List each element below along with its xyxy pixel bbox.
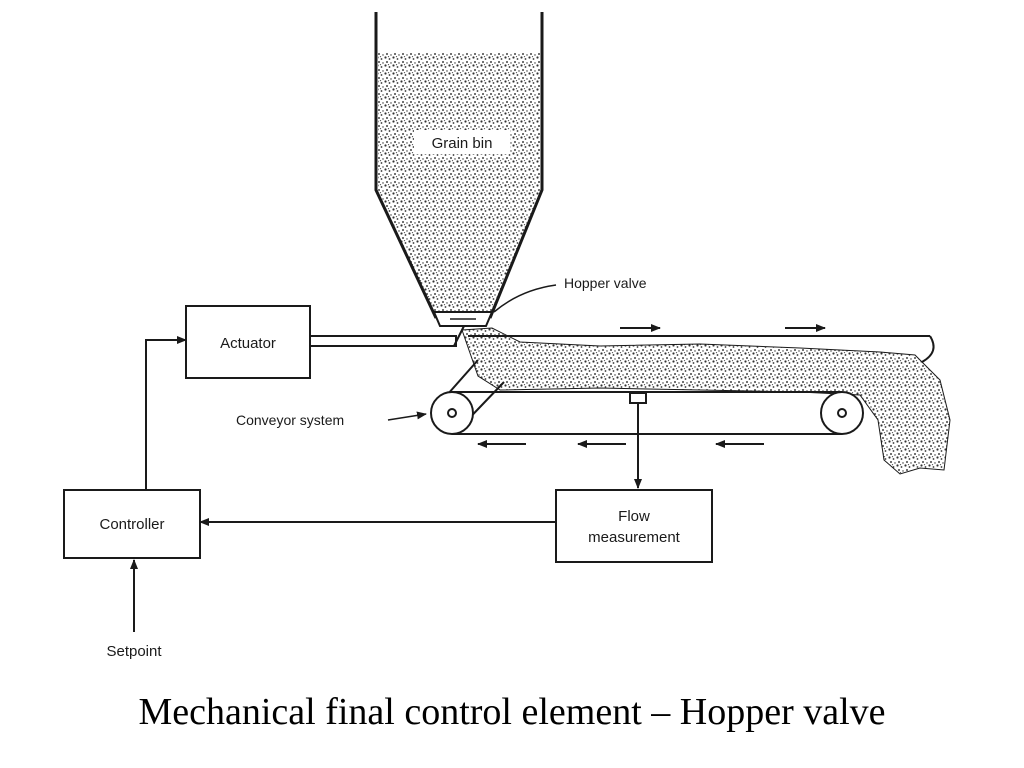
controller-block: Controller bbox=[63, 489, 201, 559]
controller-to-actuator-line bbox=[145, 336, 187, 490]
hopper-valve: Hopper valve bbox=[432, 275, 647, 327]
actuator-label: Actuator bbox=[220, 335, 276, 352]
flow-measurement-label-line1: Flow bbox=[618, 508, 650, 525]
grain-on-conveyor bbox=[461, 327, 951, 475]
flow-measurement-label-line2: measurement bbox=[588, 529, 681, 546]
actuator-block: Actuator bbox=[185, 305, 465, 379]
actuator-rod bbox=[309, 335, 457, 347]
conveyor-system-label: Conveyor system bbox=[236, 412, 344, 428]
right-pulley bbox=[820, 391, 864, 435]
grain-bin-label-bg bbox=[414, 130, 510, 154]
flow-sensor bbox=[629, 392, 647, 489]
grain-bin-label: Grain bin bbox=[432, 135, 493, 152]
left-pulley bbox=[430, 391, 474, 435]
hopper-valve-label: Hopper valve bbox=[564, 275, 647, 291]
slide-caption: Mechanical final control element – Hoppe… bbox=[138, 691, 886, 733]
conveyor-callout: Conveyor system bbox=[236, 411, 427, 428]
hopper-valve-leader bbox=[493, 284, 557, 313]
grain-bin: Grain bin bbox=[374, 12, 544, 319]
setpoint-label: Setpoint bbox=[106, 643, 162, 660]
conveyor-belt bbox=[430, 324, 935, 448]
control-loop-diagram: Grain bin Hopper valve Conveyor system bbox=[63, 12, 951, 660]
flow-measurement-block: Flow measurement bbox=[555, 489, 713, 563]
controller-label: Controller bbox=[99, 516, 164, 533]
